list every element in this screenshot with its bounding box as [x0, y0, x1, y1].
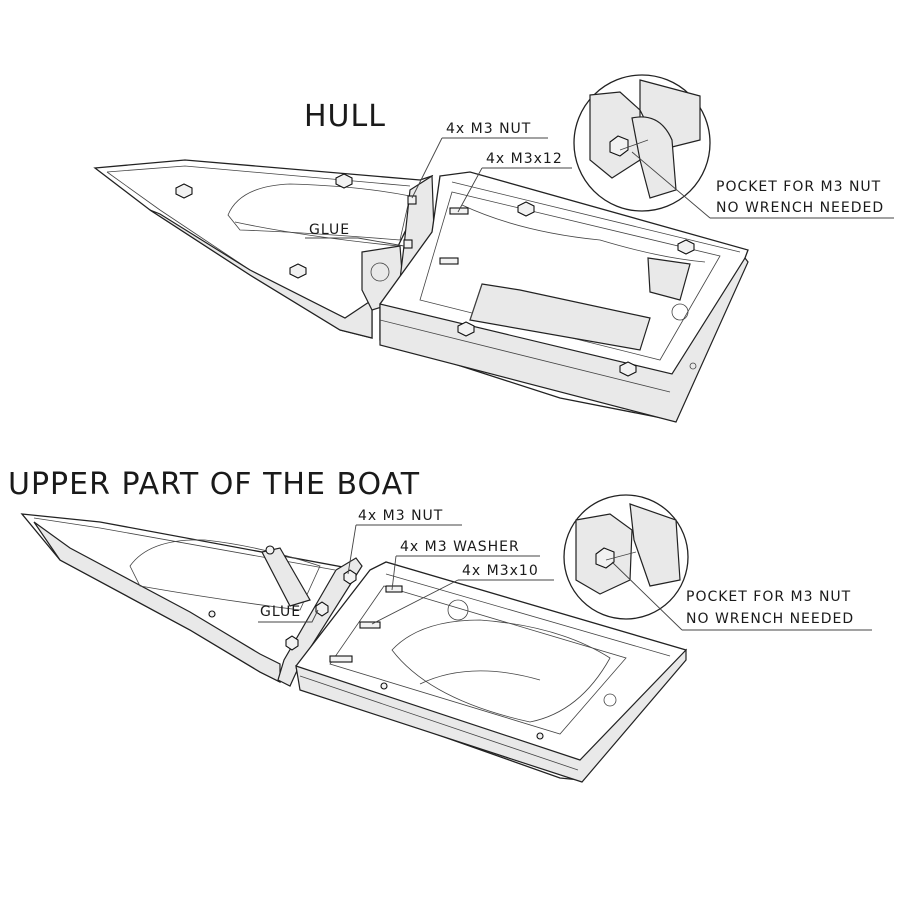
hull-title: HULL: [304, 99, 386, 134]
upper-glue-label: GLUE: [260, 604, 301, 620]
upper-title: UPPER PART OF THE BOAT: [8, 467, 420, 502]
upper-pocket-label-line1: POCKET FOR M3 NUT: [686, 589, 851, 605]
hex-nut-icon: [175, 183, 193, 199]
screw-icon: [439, 257, 459, 265]
washer-icon: [208, 610, 216, 618]
hull-pocket-label-line1: POCKET FOR M3 NUT: [716, 179, 881, 195]
hull-nut-label: 4x M3 NUT: [446, 121, 531, 137]
hex-nut-icon: [285, 635, 299, 651]
upper-drawing: [20, 494, 689, 783]
washer-icon: [380, 682, 388, 690]
hull-screw-label: 4x M3x12: [486, 151, 563, 167]
upper-washer-label: 4x M3 WASHER: [400, 539, 520, 555]
hex-nut-icon: [619, 361, 637, 377]
upper-nut-label: 4x M3 NUT: [358, 508, 443, 524]
hex-nut-icon: [343, 569, 357, 585]
leader-lines: [258, 137, 894, 631]
hull-drawing: [93, 74, 749, 423]
hex-nut-icon: [677, 239, 695, 255]
upper-pocket-label-line2: NO WRENCH NEEDED: [686, 611, 854, 627]
screw-icon: [359, 621, 381, 629]
hex-nut-icon: [517, 201, 535, 217]
upper-joint-plate: [277, 557, 363, 687]
hex-nut-icon: [457, 321, 475, 337]
hull-pocket-label-line2: NO WRENCH NEEDED: [716, 200, 884, 216]
hex-nut-icon: [335, 173, 353, 189]
hex-nut-icon: [315, 601, 329, 617]
screw-icon: [407, 195, 417, 205]
screw-icon: [403, 239, 413, 249]
hex-nut-icon: [289, 263, 307, 279]
hull-detail-callout: [573, 74, 711, 212]
screw-icon: [385, 585, 403, 593]
washer-icon: [536, 732, 544, 740]
washer-icon: [265, 545, 275, 555]
upper-detail-callout: [563, 494, 689, 620]
hull-glue-label: GLUE: [309, 222, 350, 238]
screw-icon: [329, 655, 353, 663]
upper-screw-label: 4x M3x10: [462, 563, 539, 579]
